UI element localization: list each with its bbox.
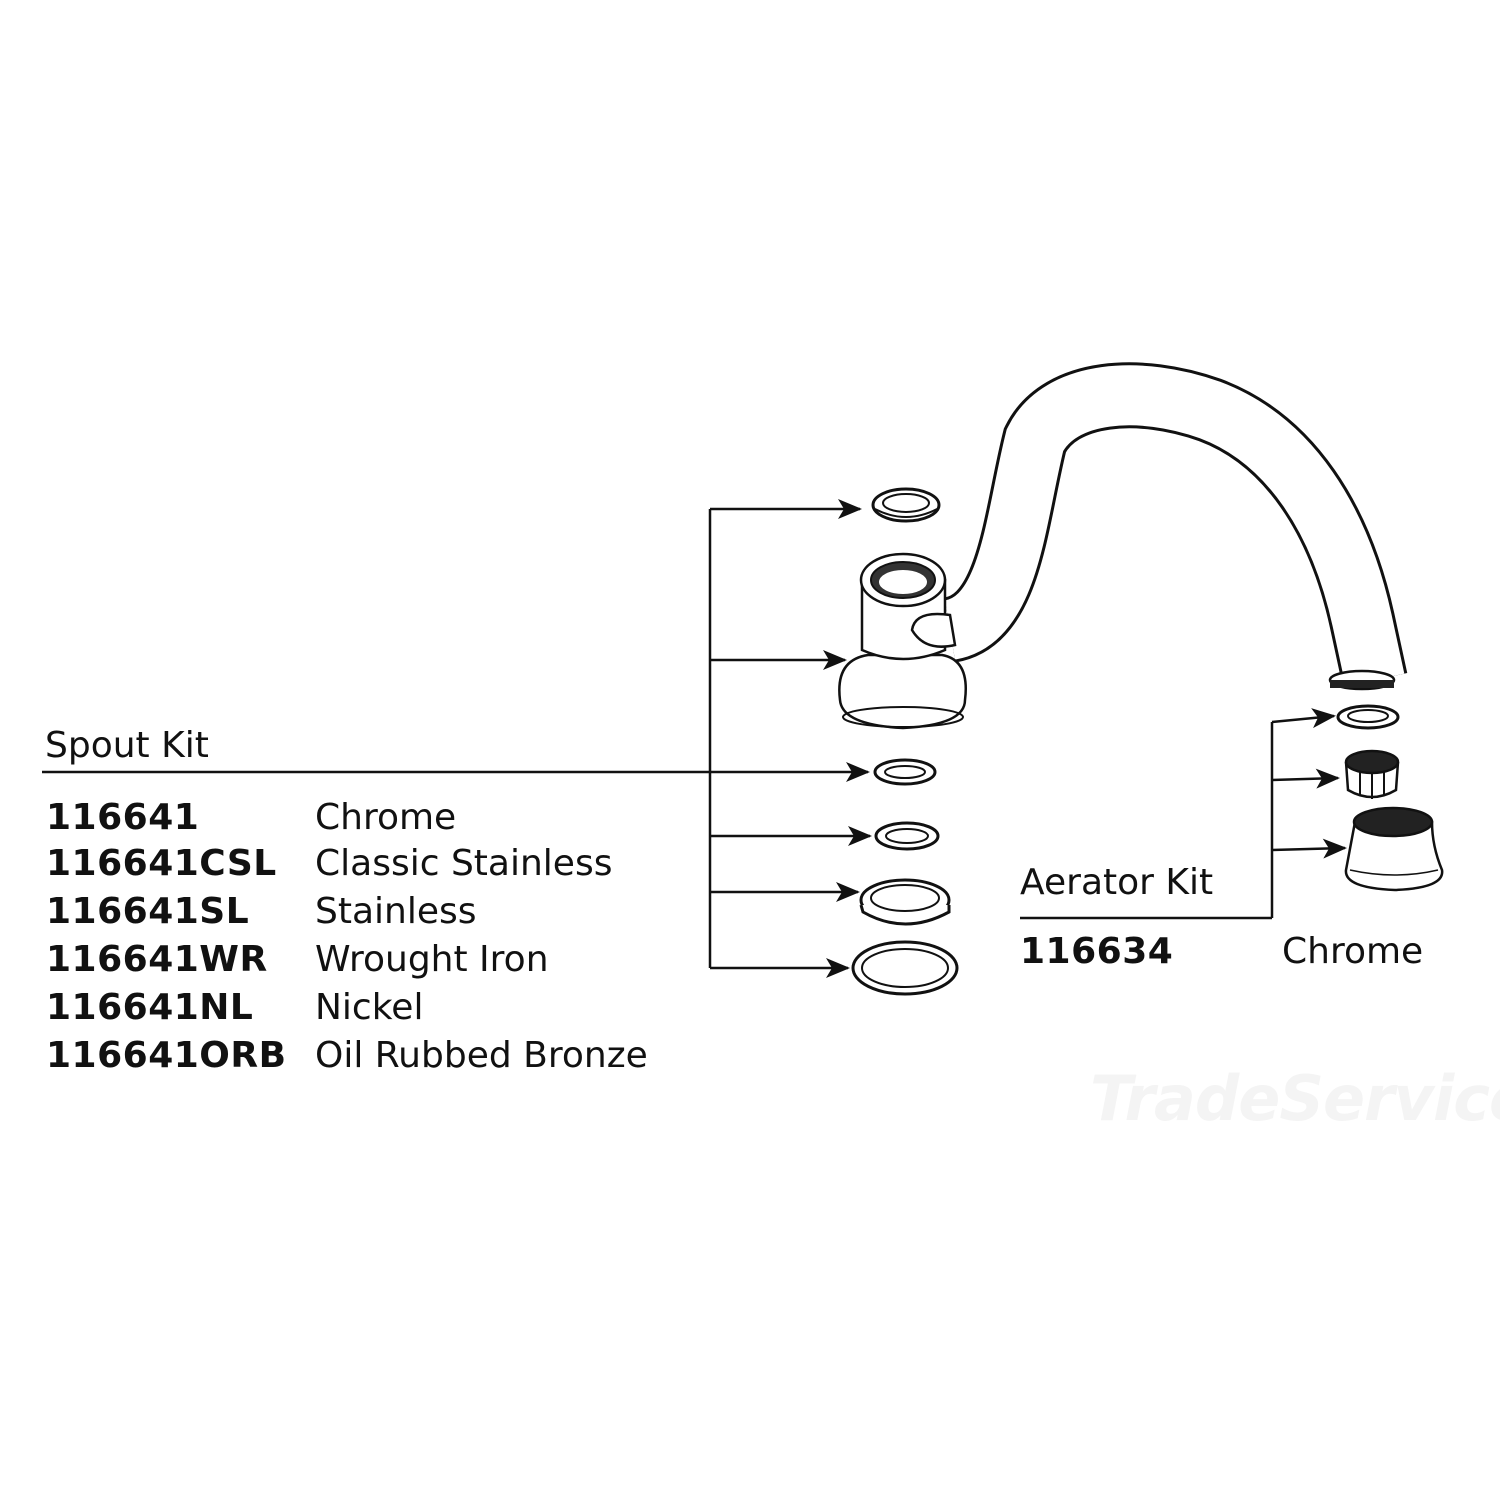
- aerator-insert: [1344, 749, 1400, 799]
- spout-kit-part-number: 116641WR: [46, 939, 268, 980]
- aerator-kit-part-number: 116634: [1020, 931, 1174, 972]
- spout-base-hub: [838, 552, 967, 730]
- spout-kit-finish: Wrought Iron: [315, 939, 549, 980]
- spout-kit-finish: Stainless: [315, 891, 477, 932]
- spout-kit-title: Spout Kit: [45, 725, 209, 766]
- aerator-kit-finish: Chrome: [1282, 931, 1424, 972]
- gasket-large: [851, 940, 959, 996]
- aerator-housing: [1344, 806, 1444, 892]
- spout-kit-part-number: 116641NL: [46, 987, 254, 1028]
- spout-kit-finish: Chrome: [315, 797, 457, 838]
- spout-kit-part-number: 116641CSL: [46, 843, 277, 884]
- spout-kit-finish: Oil Rubbed Bronze: [315, 1035, 648, 1076]
- spout-kit-leader-lines: [42, 499, 872, 978]
- spout-kit-finish: Classic Stainless: [315, 843, 613, 884]
- aerator-kit-leader-lines: [1020, 708, 1347, 920]
- o-ring-small-2: [874, 821, 940, 851]
- spout-kit-part-number: 116641: [46, 797, 200, 838]
- watermark-logo: TradeService: [1090, 1062, 1500, 1135]
- spout-tube: [941, 362, 1408, 691]
- aerator-washer: [1336, 704, 1400, 730]
- o-ring-small-1: [873, 758, 937, 786]
- spout-kit-part-number: 116641ORB: [46, 1035, 287, 1076]
- aerator-kit-title: Aerator Kit: [1020, 862, 1214, 903]
- spout-top-ring: [871, 487, 941, 523]
- washer-ring: [859, 878, 951, 926]
- spout-kit-part-number: 116641SL: [46, 891, 250, 932]
- spout-kit-finish: Nickel: [315, 987, 424, 1028]
